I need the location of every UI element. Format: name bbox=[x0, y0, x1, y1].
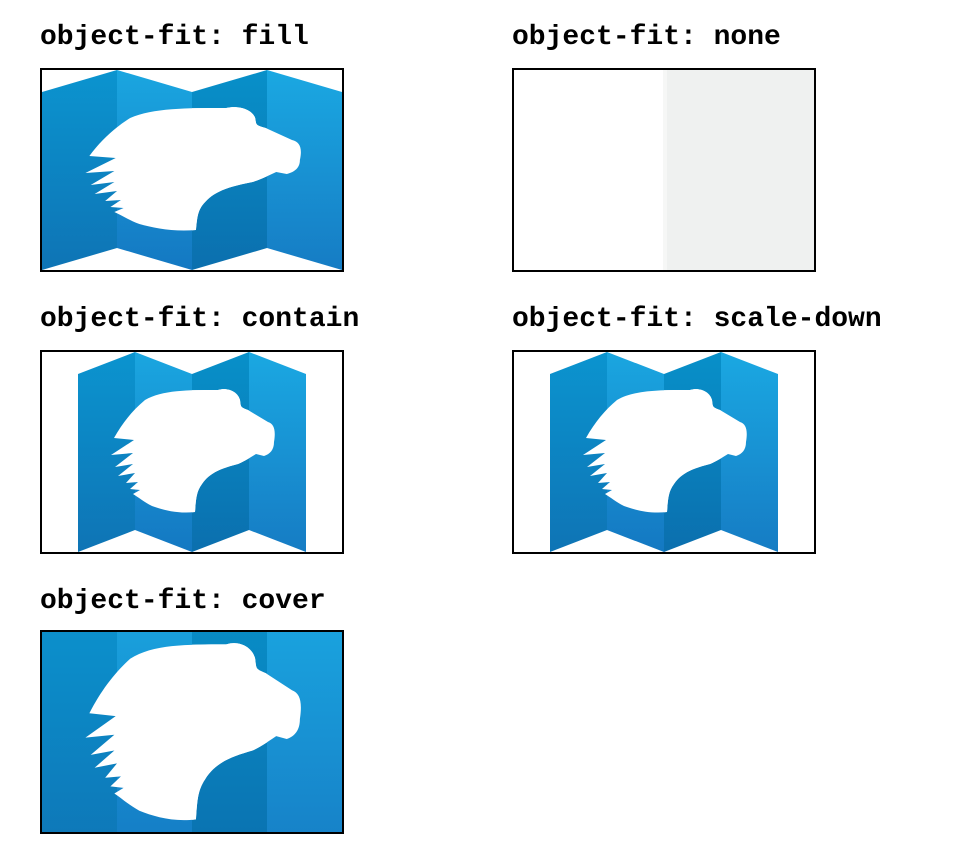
frame-contain bbox=[40, 350, 344, 554]
folded-map-bear-head-icon bbox=[514, 352, 814, 552]
label-none: object-fit: none bbox=[512, 22, 781, 53]
label-contain: object-fit: contain bbox=[40, 304, 360, 335]
frame-cover bbox=[40, 630, 344, 834]
folded-map-bear-head-icon bbox=[42, 70, 342, 270]
frame-none bbox=[512, 68, 816, 272]
frame-fill bbox=[40, 68, 344, 272]
label-fill: object-fit: fill bbox=[40, 22, 309, 53]
folded-map-bear-head-icon bbox=[42, 352, 342, 552]
label-scale-down: object-fit: scale-down bbox=[512, 304, 882, 335]
frame-scale-down bbox=[512, 350, 816, 554]
folded-map-bear-head-cropped-icon bbox=[514, 70, 814, 270]
folded-map-bear-head-icon bbox=[42, 632, 342, 832]
label-cover: object-fit: cover bbox=[40, 586, 326, 617]
